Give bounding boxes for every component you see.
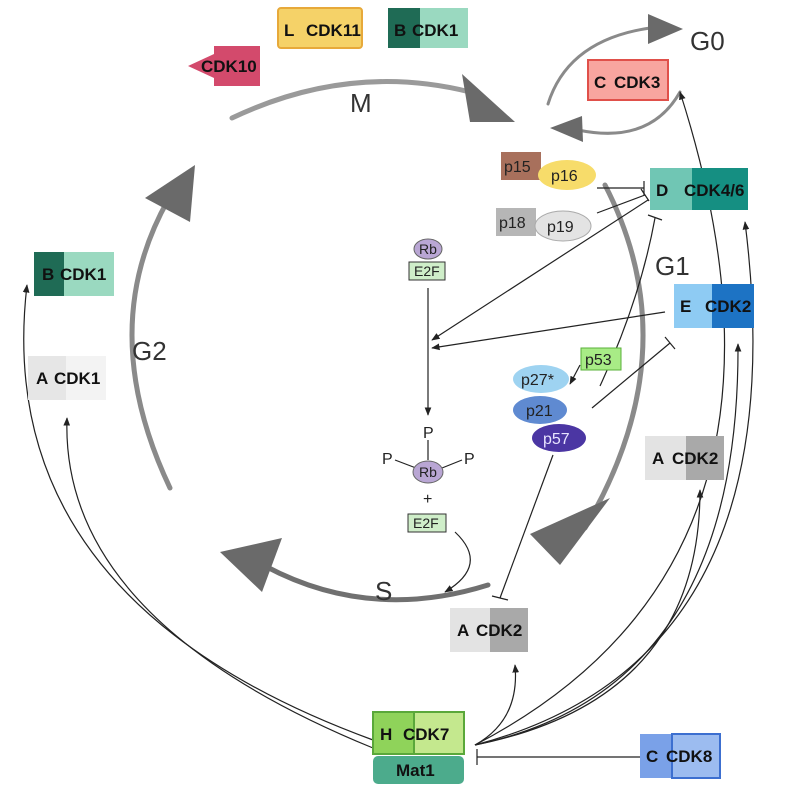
e2f-free-label: E2F [413, 515, 439, 531]
p-top-label: P [423, 425, 434, 442]
regulation-lines [22, 91, 754, 765]
cdk11-kinase: CDK11 [306, 21, 361, 40]
cdk11-complex: L CDK11 [277, 7, 363, 49]
cdk8-complex: C CDK8 [640, 733, 721, 779]
plus-label: + [423, 491, 432, 508]
cdk3-complex: C CDK3 [587, 59, 669, 101]
g1-arrowhead [530, 498, 610, 565]
g0-return-arc [576, 90, 682, 135]
cdk7-cyclin: H [380, 725, 392, 744]
cdk1-b-left-complex: B CDK1 [34, 252, 114, 296]
cdk1-top-cyclin: B [394, 21, 406, 40]
cdk1-a-left-cyclin: A [36, 369, 48, 388]
cdk3-kinase: CDK3 [614, 73, 660, 92]
g0-arrowhead [648, 14, 683, 44]
phase-g0-label: G0 [690, 26, 725, 56]
phase-g1-label: G1 [655, 251, 690, 281]
cdk10-kinase: CDK10 [201, 57, 257, 76]
cdk1-b-left-cyclin: B [42, 265, 54, 284]
cdk8-cyclin: C [646, 747, 658, 766]
cdk8-kinase: CDK8 [666, 747, 712, 766]
phase-g2-label: G2 [132, 336, 167, 366]
cdk1-top-kinase: CDK1 [412, 21, 458, 40]
cdk7-complex: H CDK7 Mat1 [372, 711, 465, 784]
g2-arc [129, 197, 173, 491]
cdk2-a-bottom-complex: A CDK2 [450, 608, 528, 652]
g0-arc [546, 26, 652, 106]
cycle-arrowheads [145, 14, 683, 592]
p18-label: p18 [499, 215, 526, 232]
cdk3-cyclin: C [594, 73, 606, 92]
cdk2-e-cyclin: E [680, 297, 691, 316]
s-arc [262, 563, 491, 603]
m-arrowhead [462, 74, 515, 122]
p21-label: p21 [526, 403, 553, 420]
cdk10-complex: CDK10 [188, 46, 260, 86]
cdk11-cyclin: L [284, 21, 294, 40]
p19-label: p19 [547, 219, 574, 236]
rb-phos-label: Rb [419, 464, 437, 480]
mat1-label: Mat1 [396, 761, 435, 780]
phase-s-label: S [375, 576, 392, 606]
p57-label: p57 [543, 431, 570, 448]
cdk1-top-complex: B CDK1 [388, 8, 468, 48]
e2f-top-label: E2F [414, 263, 440, 279]
cdk46-cyclin: D [656, 181, 668, 200]
m-arc [229, 79, 473, 121]
p27-label: p27* [521, 372, 554, 389]
rb-top-label: Rb [419, 241, 437, 257]
cdk1-a-left-complex: A CDK1 [28, 356, 106, 400]
phase-m-label: M [350, 88, 372, 118]
cdk46-complex: D CDK4/6 [650, 168, 748, 210]
cdk2-a-right-cyclin: A [652, 449, 664, 468]
p-right-label: P [464, 451, 475, 468]
cdk1-a-left-kinase: CDK1 [54, 369, 100, 388]
cycle-arcs [129, 26, 682, 603]
cdk1-b-left-kinase: CDK1 [60, 265, 106, 284]
cdk2-e-complex: E CDK2 [674, 284, 754, 328]
p16-label: p16 [551, 168, 578, 185]
cdk2-a-bottom-cyclin: A [457, 621, 469, 640]
rb-pathway: Rb E2F P P P Rb + E2F [382, 238, 475, 533]
cdk7-kinase: CDK7 [403, 725, 449, 744]
s-arrowhead [220, 538, 282, 592]
p15-label: p15 [504, 159, 531, 176]
cdk46-kinase: CDK4/6 [684, 181, 744, 200]
p53-label: p53 [585, 352, 612, 369]
g2-arrowhead [145, 165, 195, 222]
cdk2-a-bottom-kinase: CDK2 [476, 621, 522, 640]
cki-group: p15 p16 p18 p19 p53 p27* p21 p57 [496, 152, 622, 452]
cdk2-e-kinase: CDK2 [705, 297, 751, 316]
p-left-label: P [382, 451, 393, 468]
cdk2-a-right-complex: A CDK2 [645, 436, 724, 480]
g1-arc [582, 182, 646, 531]
g0-return-arrowhead [550, 116, 583, 142]
cdk2-a-right-kinase: CDK2 [672, 449, 718, 468]
